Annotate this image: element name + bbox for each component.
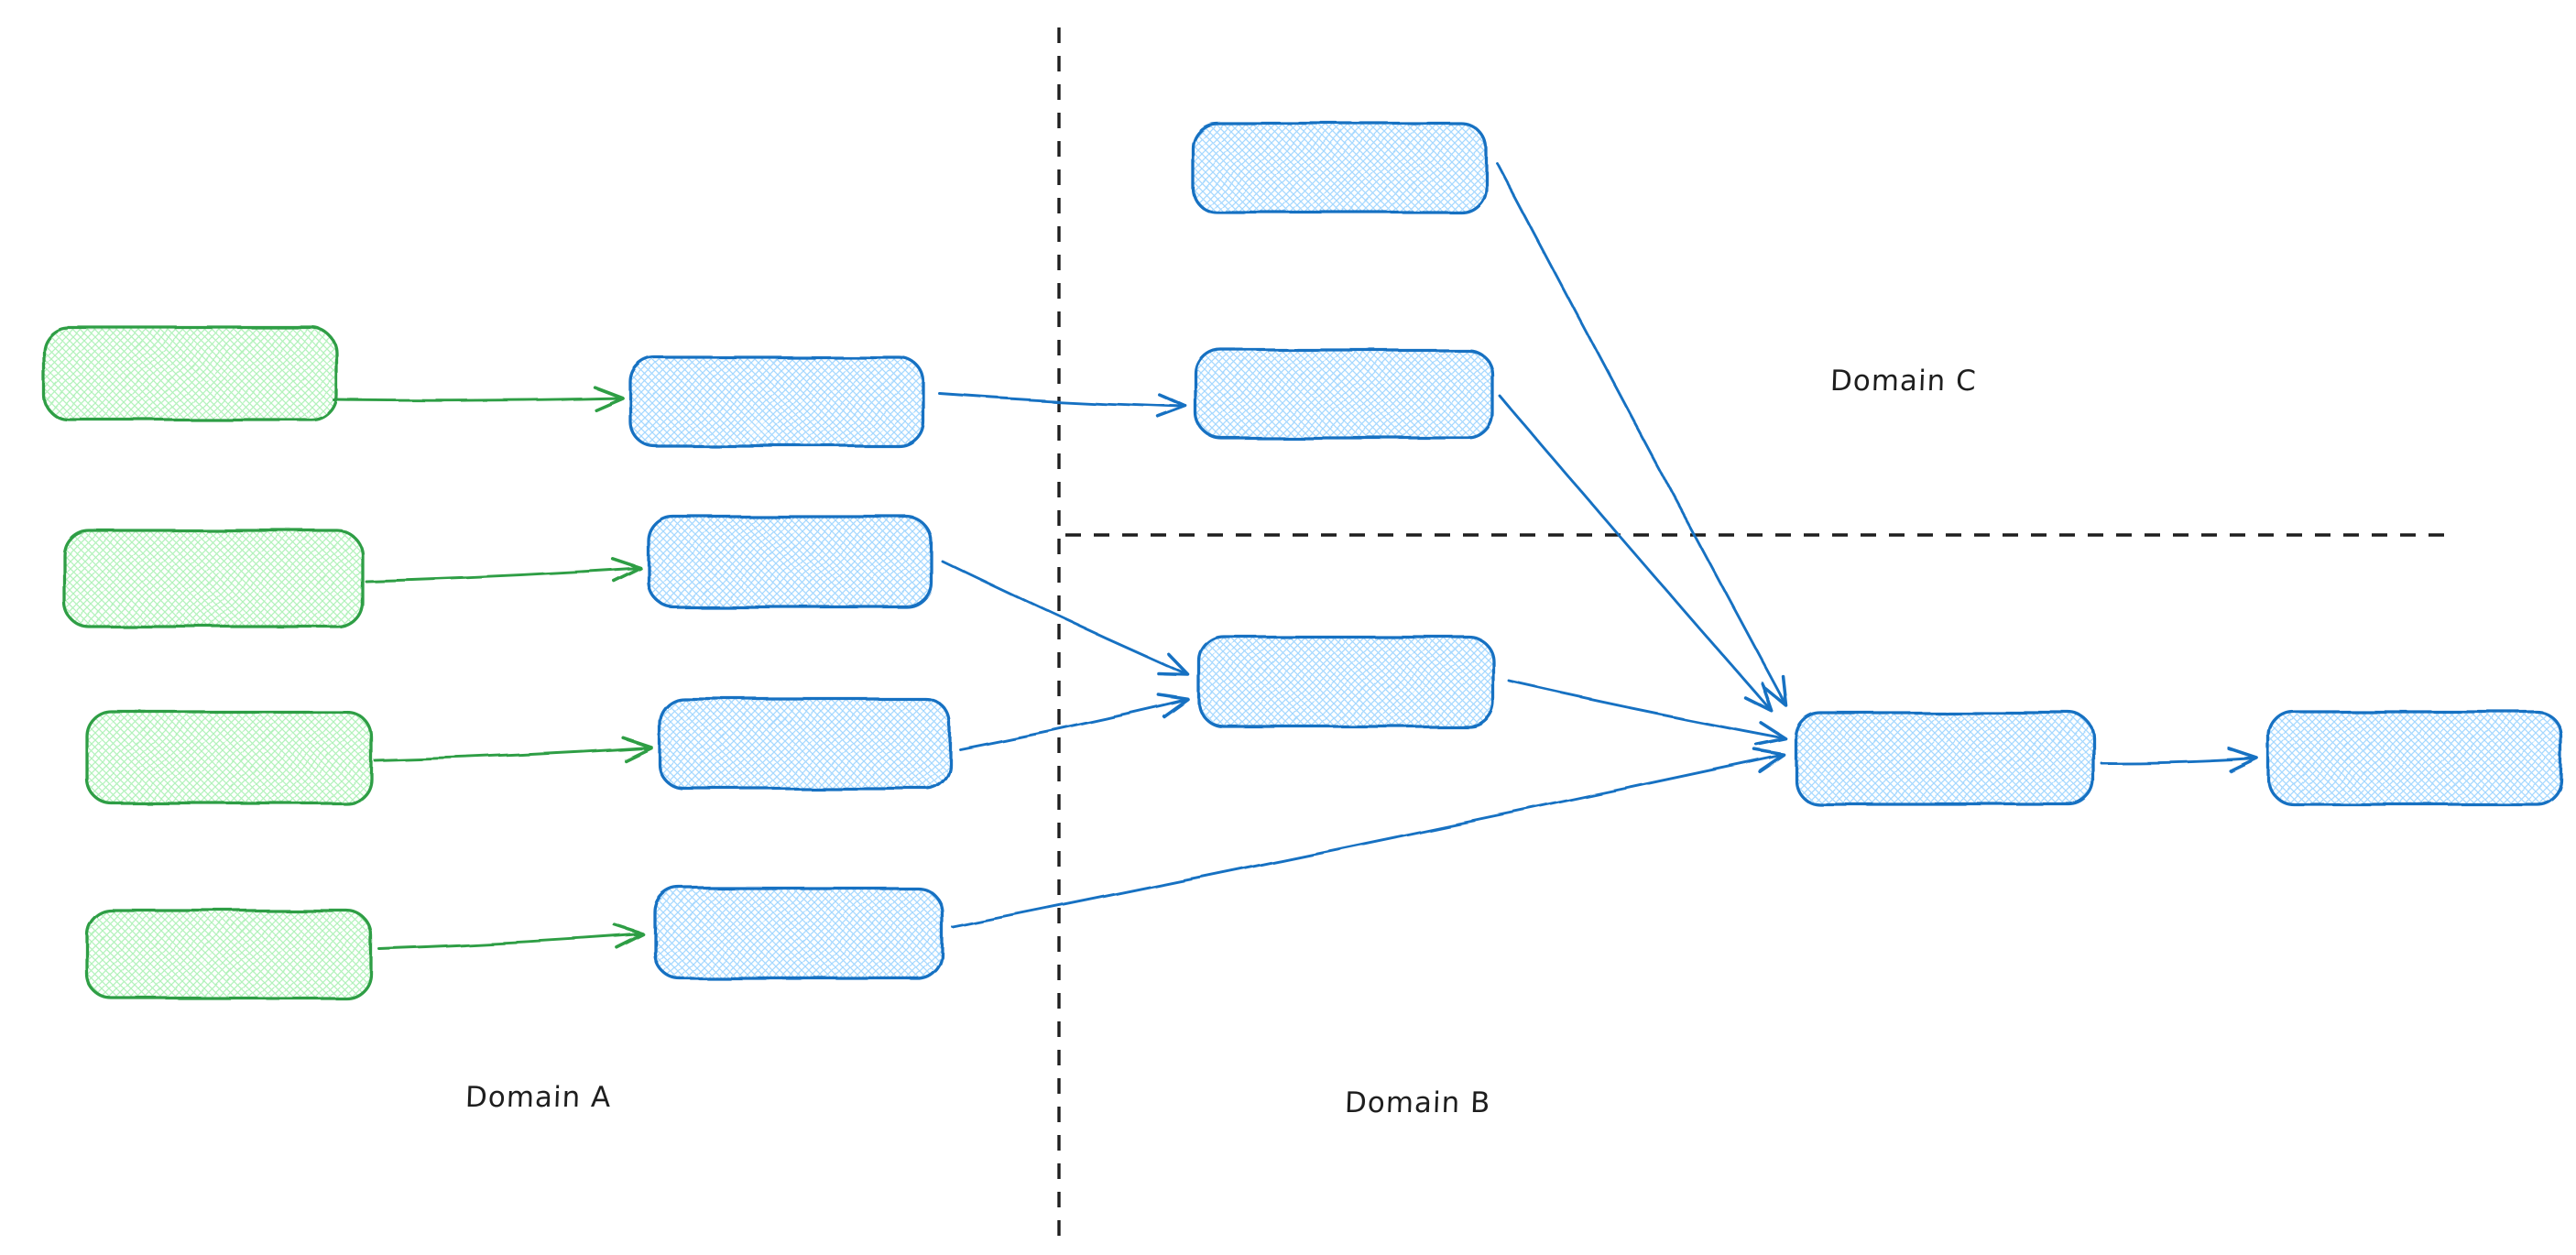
arrow-cnode2-to-merge xyxy=(1498,394,1774,714)
arrow-node2-to-bnode1 xyxy=(940,559,1190,677)
domain-c-node-1 xyxy=(1191,122,1488,214)
arrow-source1-to-node1 xyxy=(332,385,624,411)
arrow-node3-to-bnode1 xyxy=(958,693,1190,751)
domain-c-node-2 xyxy=(1195,348,1494,440)
arrow-source3-to-node3 xyxy=(373,737,653,762)
domain-a-source-4 xyxy=(85,909,373,1000)
domain-a-source-2 xyxy=(62,529,364,628)
domain-c-label: Domain C xyxy=(1829,365,1978,398)
domain-dividers xyxy=(1057,27,2448,1242)
arrow-cnode1-to-merge xyxy=(1495,161,1789,708)
arrow-node4-to-merge xyxy=(951,748,1785,929)
domain-b-output-node xyxy=(2267,710,2563,806)
domain-a-node-2 xyxy=(647,515,933,608)
domain-a-node-4 xyxy=(653,886,944,980)
domain-a-label: Domain A xyxy=(464,1081,612,1114)
arrow-node1-to-cnode2 xyxy=(938,392,1188,420)
arrow-merge-to-output xyxy=(2100,748,2259,773)
arrow-source2-to-node2 xyxy=(364,557,642,583)
domain-a-node-1 xyxy=(628,355,925,448)
domain-b-label: Domain B xyxy=(1344,1086,1492,1119)
domain-a-source-1 xyxy=(42,326,338,421)
domain-a-node-3 xyxy=(658,697,952,791)
arrow-source4-to-node4 xyxy=(377,923,645,951)
arrow-bnode1-to-merge xyxy=(1508,680,1787,747)
domain-b-node-1 xyxy=(1197,635,1495,728)
domain-a-source-3 xyxy=(85,710,373,805)
domain-b-merge-node xyxy=(1794,711,2095,806)
